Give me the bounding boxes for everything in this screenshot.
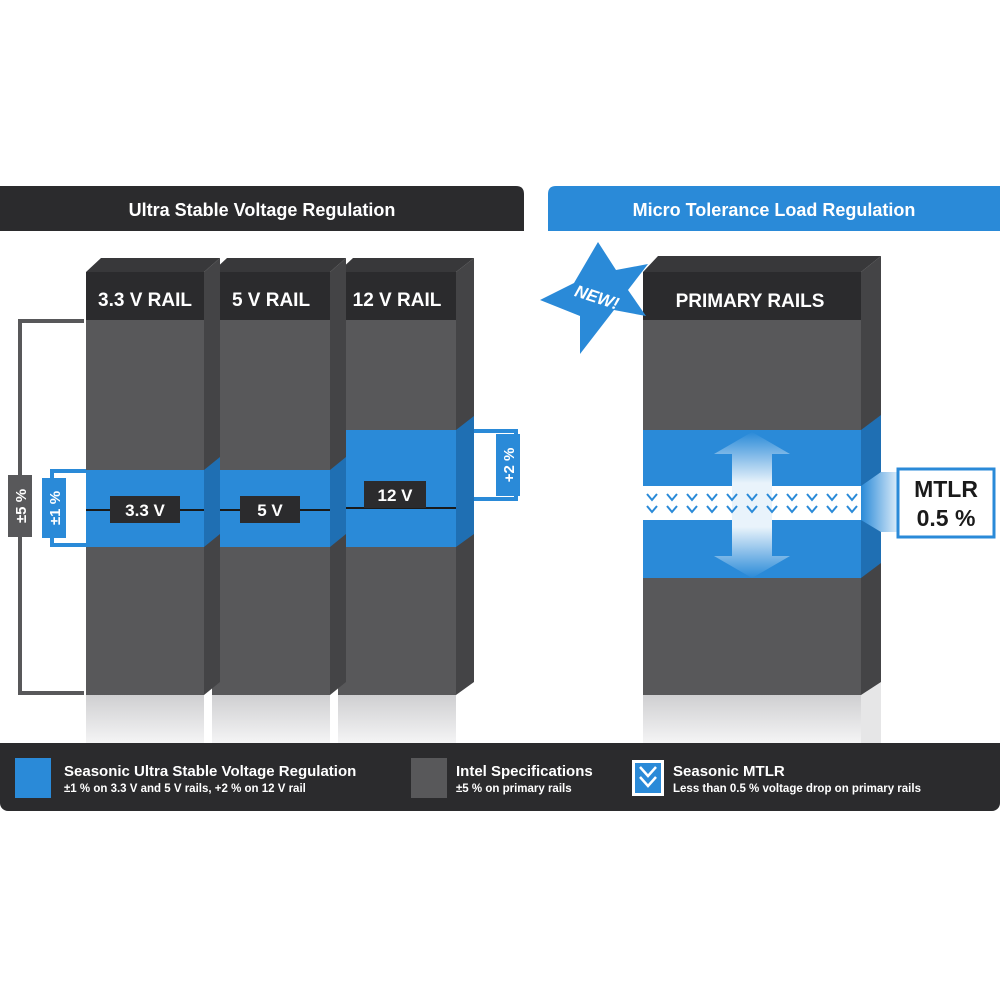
tolerance-outer-label: ±5 % <box>13 489 30 523</box>
plus2-tolerance-bracket: +2 % <box>474 429 520 501</box>
legend-item-usvr: Seasonic Ultra Stable Voltage Regulation… <box>15 758 356 798</box>
legend-swatch-gray <box>411 758 447 798</box>
outer-tolerance-bracket: ±5 % <box>8 319 84 695</box>
primary-rails-label: PRIMARY RAILS <box>676 291 825 312</box>
column-12v: 12 V 12 V RAIL <box>338 258 474 743</box>
voltage-label-5v: 5 V <box>257 501 283 520</box>
legend-subtitle-intel: ±5 % on primary rails <box>456 783 572 795</box>
mtlr-box: MTLR 0.5 % <box>896 467 996 539</box>
legend: Seasonic Ultra Stable Voltage Regulation… <box>0 743 1000 811</box>
rail-label-12v: 12 V RAIL <box>353 290 442 311</box>
legend-item-mtlr: Seasonic MTLR Less than 0.5 % voltage dr… <box>632 760 921 796</box>
mtlr-value: 0.5 % <box>917 505 976 531</box>
inner-tolerance-bracket: ±1 % <box>42 469 86 547</box>
star-icon <box>540 242 648 354</box>
left-header-title: Ultra Stable Voltage Regulation <box>129 200 396 220</box>
new-badge: NEW! <box>540 242 648 354</box>
mtlr-chevrons <box>646 493 858 514</box>
rail-label-5v: 5 V RAIL <box>232 290 311 311</box>
voltage-label-12v: 12 V <box>378 486 414 505</box>
column-primary-rails: PRIMARY RAILS <box>643 256 905 743</box>
mtlr-title: MTLR <box>914 476 978 502</box>
legend-item-intel: Intel Specifications ±5 % on primary rai… <box>411 758 593 798</box>
legend-subtitle-usvr: ±1 % on 3.3 V and 5 V rails, +2 % on 12 … <box>64 783 306 795</box>
legend-title-mtlr: Seasonic MTLR <box>673 763 785 780</box>
column-3v3: 3.3 V 3.3 V RAIL <box>86 258 220 743</box>
tolerance-12v-label: +2 % <box>501 448 518 483</box>
column-5v: 5 V 5 V RAIL <box>212 258 346 743</box>
rail-label-3v3: 3.3 V RAIL <box>98 290 192 311</box>
right-header-title: Micro Tolerance Load Regulation <box>633 200 916 220</box>
chevron-down-icon <box>639 766 657 788</box>
legend-title-intel: Intel Specifications <box>456 763 593 780</box>
legend-swatch-blue <box>15 758 51 798</box>
tolerance-inner-label: ±1 % <box>47 491 64 525</box>
legend-title-usvr: Seasonic Ultra Stable Voltage Regulation <box>64 763 356 780</box>
legend-subtitle-mtlr: Less than 0.5 % voltage drop on primary … <box>673 783 921 795</box>
left-header: Ultra Stable Voltage Regulation <box>0 186 524 231</box>
voltage-label-3v3: 3.3 V <box>125 501 165 520</box>
double-arrow-icon <box>714 432 790 578</box>
right-header: Micro Tolerance Load Regulation <box>548 186 1000 231</box>
